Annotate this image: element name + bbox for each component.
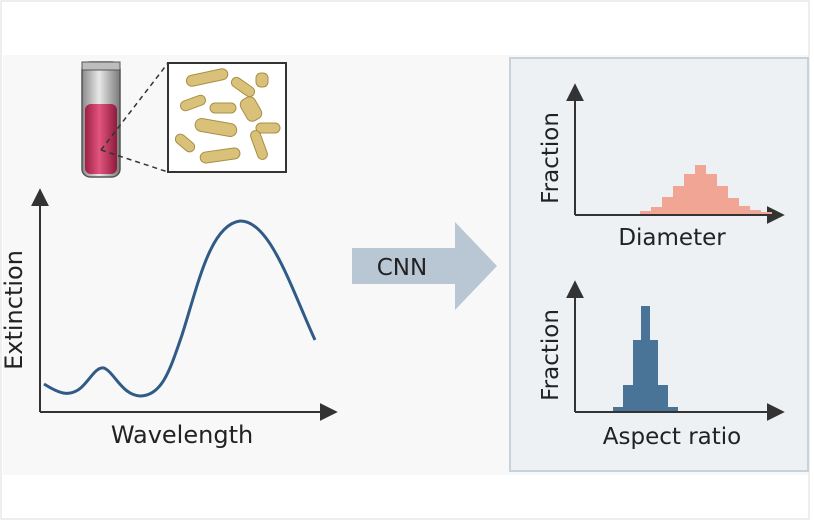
diameter-bar bbox=[673, 186, 684, 214]
aspect-ratio-bar bbox=[613, 407, 623, 411]
test-tube-icon bbox=[81, 61, 121, 178]
aspect-ratio-bar bbox=[658, 385, 668, 411]
diameter-bar bbox=[750, 210, 761, 214]
diameter-bar bbox=[728, 198, 739, 214]
extinction-curve bbox=[43, 219, 317, 398]
zoom-line-top bbox=[100, 62, 169, 151]
aspect-ratio-x-label: Aspect ratio bbox=[603, 424, 741, 450]
diameter-bar bbox=[651, 207, 662, 214]
diameter-y-label: Fraction bbox=[538, 112, 564, 204]
diameter-bar bbox=[695, 165, 706, 214]
aspect-ratio-bar bbox=[668, 407, 678, 411]
diameter-bar bbox=[662, 197, 673, 214]
nanorods-icon bbox=[174, 68, 281, 164]
diameter-bar bbox=[739, 206, 750, 214]
aspect-ratio-bar bbox=[623, 385, 633, 411]
cnn-label: CNN bbox=[377, 255, 427, 281]
aspect-ratio-bar bbox=[641, 306, 650, 411]
aspect-ratio-histogram bbox=[613, 306, 678, 411]
aspect-ratio-bar bbox=[650, 340, 658, 411]
aspect-ratio-y-label: Fraction bbox=[538, 309, 564, 401]
spectrum-x-label: Wavelength bbox=[111, 421, 253, 449]
diameter-bar bbox=[717, 186, 728, 214]
aspect-ratio-bar bbox=[633, 340, 641, 411]
diameter-bar bbox=[761, 212, 772, 214]
zoom-line-bottom bbox=[100, 149, 169, 173]
diameter-bar bbox=[684, 174, 695, 214]
diameter-bar bbox=[640, 211, 651, 214]
diameter-histogram bbox=[640, 165, 772, 214]
diameter-x-label: Diameter bbox=[618, 225, 726, 251]
spectrum-y-label: Extinction bbox=[0, 250, 28, 370]
diameter-bar bbox=[706, 174, 717, 214]
cnn-arrow bbox=[352, 222, 497, 310]
